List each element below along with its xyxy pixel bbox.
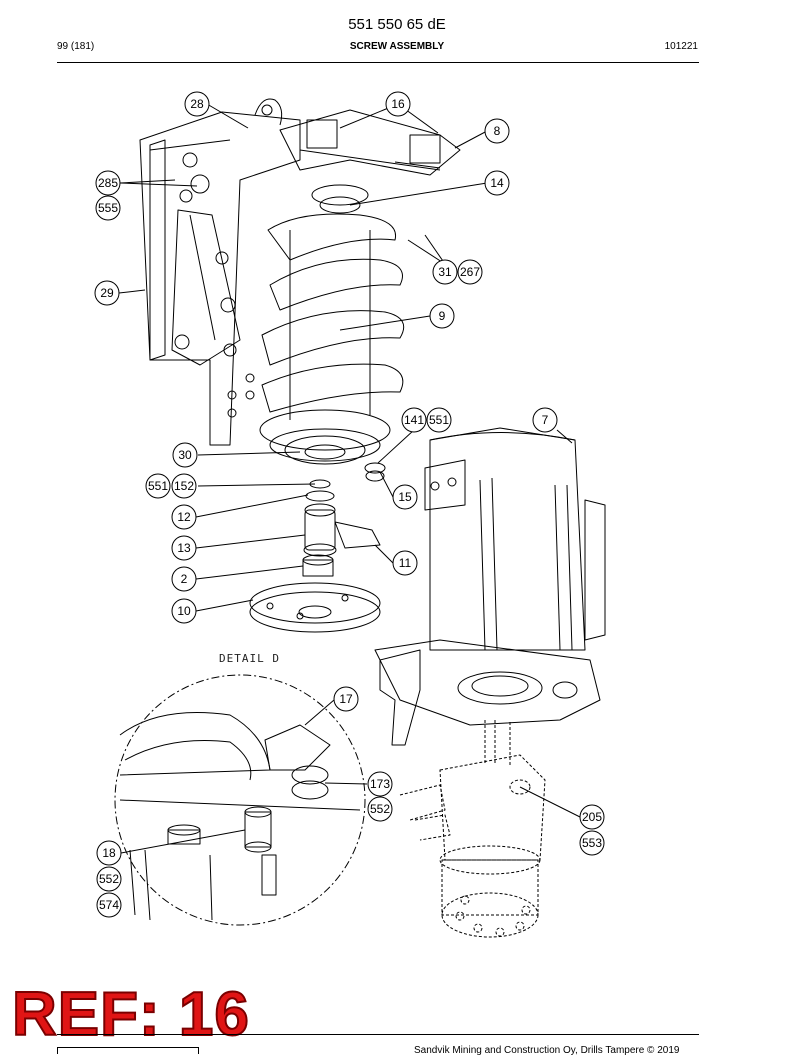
callout-14: 14	[490, 176, 504, 190]
leader-lines	[118, 103, 581, 854]
callout-141: 141	[404, 413, 424, 427]
bushings	[302, 479, 381, 577]
ref-stamp: REF: 16	[11, 980, 250, 1049]
frame-bracket	[139, 98, 301, 446]
callout-29: 29	[100, 286, 114, 300]
header-rule	[57, 62, 699, 63]
detail-d-view	[114, 674, 366, 926]
base-flange	[249, 582, 381, 633]
detail-d-label: DETAIL D	[219, 652, 280, 665]
callout-28: 28	[190, 97, 204, 111]
callout-17: 17	[339, 692, 353, 706]
callout-18: 18	[102, 846, 116, 860]
callout-9: 9	[439, 309, 446, 323]
callout-173: 173	[370, 777, 390, 791]
callout-12: 12	[177, 510, 191, 524]
callout-551-lower: 551	[148, 479, 168, 493]
callout-8: 8	[494, 124, 501, 138]
callout-13: 13	[177, 541, 191, 555]
page-number: 99 (181)	[57, 41, 95, 52]
revision-code: 101221	[664, 41, 698, 52]
callout-15: 15	[398, 490, 412, 504]
callout-30: 30	[178, 448, 192, 462]
callout-bubbles	[94, 91, 605, 918]
callout-31: 31	[438, 265, 452, 279]
document-number: 551 550 65 dE	[348, 16, 446, 33]
callout-10: 10	[177, 604, 191, 618]
housing	[374, 427, 606, 746]
footer-copyright: Sandvik Mining and Construction Oy, Dril…	[414, 1045, 680, 1056]
top-plate	[279, 109, 461, 176]
page-title: SCREW ASSEMBLY	[349, 41, 445, 52]
hub	[284, 435, 386, 482]
hydraulic-motor	[399, 720, 546, 938]
callout-555: 555	[98, 201, 118, 215]
screw-flights	[259, 184, 405, 462]
callout-2: 2	[181, 572, 188, 586]
callout-552-upper: 552	[370, 802, 390, 816]
callout-553: 553	[582, 836, 602, 850]
callout-205: 205	[582, 810, 602, 824]
callout-16: 16	[391, 97, 405, 111]
callout-267: 267	[460, 265, 480, 279]
callout-574: 574	[99, 898, 119, 912]
callout-552-lower: 552	[99, 872, 119, 886]
callout-152: 152	[174, 479, 194, 493]
callout-11: 11	[399, 556, 412, 570]
footer-rule	[57, 1034, 699, 1035]
callout-7: 7	[542, 413, 549, 427]
callout-551-upper: 551	[429, 413, 449, 427]
sandvik-logo	[57, 1047, 199, 1054]
callout-285: 285	[98, 176, 118, 190]
